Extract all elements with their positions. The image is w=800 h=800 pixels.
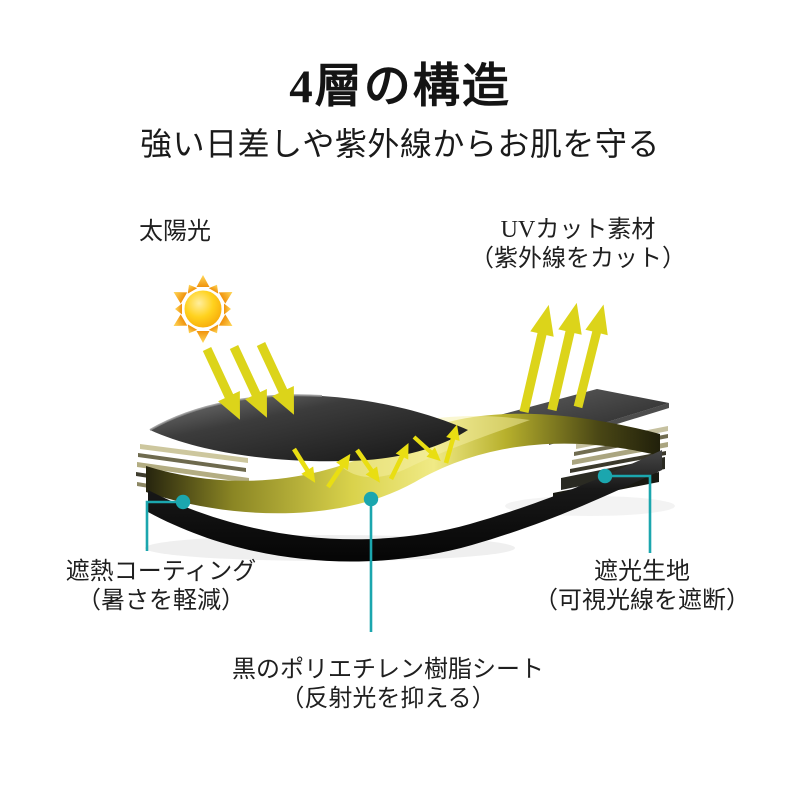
callout-shade-line (605, 474, 652, 553)
callout-heat-line (145, 500, 183, 551)
label-black-sheet: 黒のポリエチレン樹脂シート （反射光を抑える） (232, 656, 544, 714)
fabric-top-sheet (150, 395, 468, 462)
label-heat-coating: 遮熱コーティング （暑さを軽減） (66, 558, 257, 616)
label-sunlight: 太陽光 (139, 219, 211, 245)
page-subtitle: 強い日差しや紫外線からお肌を守る (140, 126, 660, 162)
callout-heat-coating (145, 494, 191, 551)
callout-shading-fabric (597, 468, 652, 553)
label-uv-material: UVカット素材 （紫外線をカット） (470, 216, 686, 274)
fabric-bottom-sheet (148, 450, 662, 562)
callout-black-dot (363, 491, 379, 507)
sun-icon (173, 275, 233, 343)
label-shading-fabric-line1: 遮光生地 (594, 559, 690, 585)
label-uv-material-line1: UVカット素材 (500, 217, 656, 243)
callout-black-sheet (363, 491, 379, 632)
label-black-sheet-line1: 黒のポリエチレン樹脂シート (232, 657, 544, 683)
sun-rays (173, 275, 233, 343)
sun-core (182, 288, 224, 330)
callout-heat-dot (175, 494, 191, 510)
label-shading-fabric: 遮光生地 （可視光線を遮断） (534, 558, 750, 616)
label-uv-material-line2: （紫外線をカット） (470, 246, 686, 272)
callout-shade-dot (597, 468, 613, 484)
label-black-sheet-line2: （反射光を抑える） (280, 686, 496, 712)
label-shading-fabric-line2: （可視光線を遮断） (534, 588, 750, 614)
label-heat-coating-line1: 遮熱コーティング (65, 559, 257, 585)
label-heat-coating-line2: （暑さを軽減） (77, 588, 245, 614)
page-title: 4層の構造 (289, 61, 511, 113)
